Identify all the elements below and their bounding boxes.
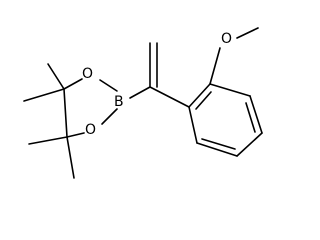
oxygen-lower-ring-label: O <box>85 122 96 138</box>
ring-bond-2 <box>209 83 251 97</box>
bond-c-b <box>129 86 151 99</box>
ring-bond-6 <box>188 106 198 144</box>
ring-bond-4 <box>236 132 263 157</box>
ring-bond-5 <box>196 142 238 157</box>
bond-c-c-ring <box>63 88 68 138</box>
bond-c-aryl <box>149 86 190 108</box>
oxygen-methoxy-label: O <box>221 31 232 47</box>
methyl-upper-2 <box>23 88 65 102</box>
bond-o-upper-c <box>63 78 83 90</box>
methyl-lower-1 <box>28 136 68 145</box>
ring-bond-3 <box>249 95 263 134</box>
bond-o-lower-c <box>66 132 85 138</box>
bond-o-methyl <box>236 27 259 39</box>
bond-b-o-upper <box>99 79 118 92</box>
ring-inner-bond-1 <box>195 91 212 110</box>
molecule-structure: O B O O <box>23 27 263 179</box>
oxygen-upper-ring-label: O <box>82 66 93 82</box>
methyl-lower-2 <box>66 136 75 179</box>
molecule-canvas: O B O O <box>23 27 263 179</box>
ring-inner-bond-3 <box>201 138 236 150</box>
bond-b-o-lower <box>101 108 118 125</box>
boron-label: B <box>114 94 124 110</box>
ring-inner-bond-2 <box>245 102 256 133</box>
ring-bond-1 <box>188 83 211 108</box>
bond-ring-o <box>209 47 221 85</box>
methyl-upper-1 <box>47 63 65 90</box>
